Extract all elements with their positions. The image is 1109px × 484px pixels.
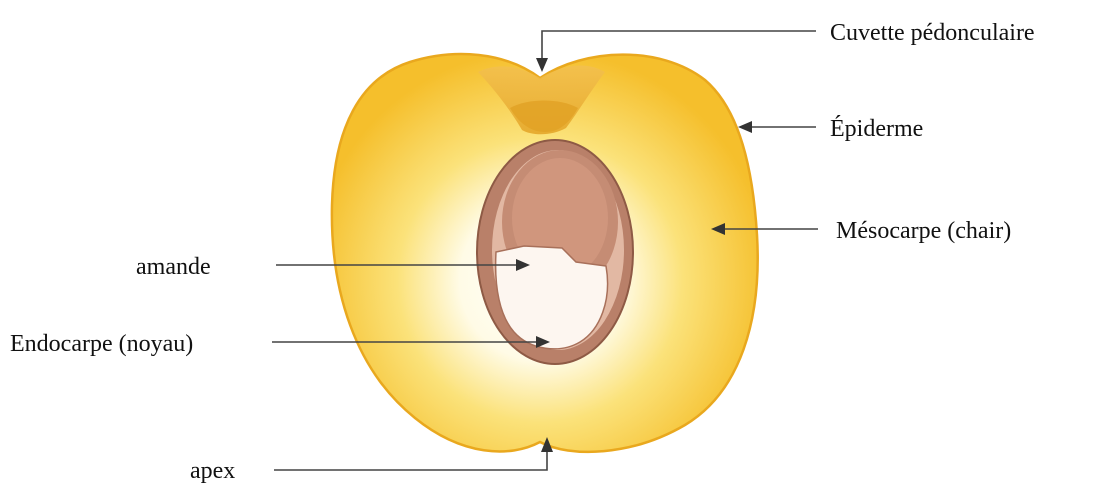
arrowhead-epiderme xyxy=(738,121,752,133)
label-apex: apex xyxy=(190,458,235,484)
arrowhead-cuvette xyxy=(536,58,548,72)
label-epiderme: Épiderme xyxy=(830,116,923,142)
label-mesocarpe: Mésocarpe (chair) xyxy=(836,218,1011,244)
leader-line-cuvette xyxy=(542,31,816,62)
label-amande: amande xyxy=(136,254,211,280)
label-endocarpe: Endocarpe (noyau) xyxy=(10,331,193,357)
label-cuvette: Cuvette pédonculaire xyxy=(830,20,1035,46)
